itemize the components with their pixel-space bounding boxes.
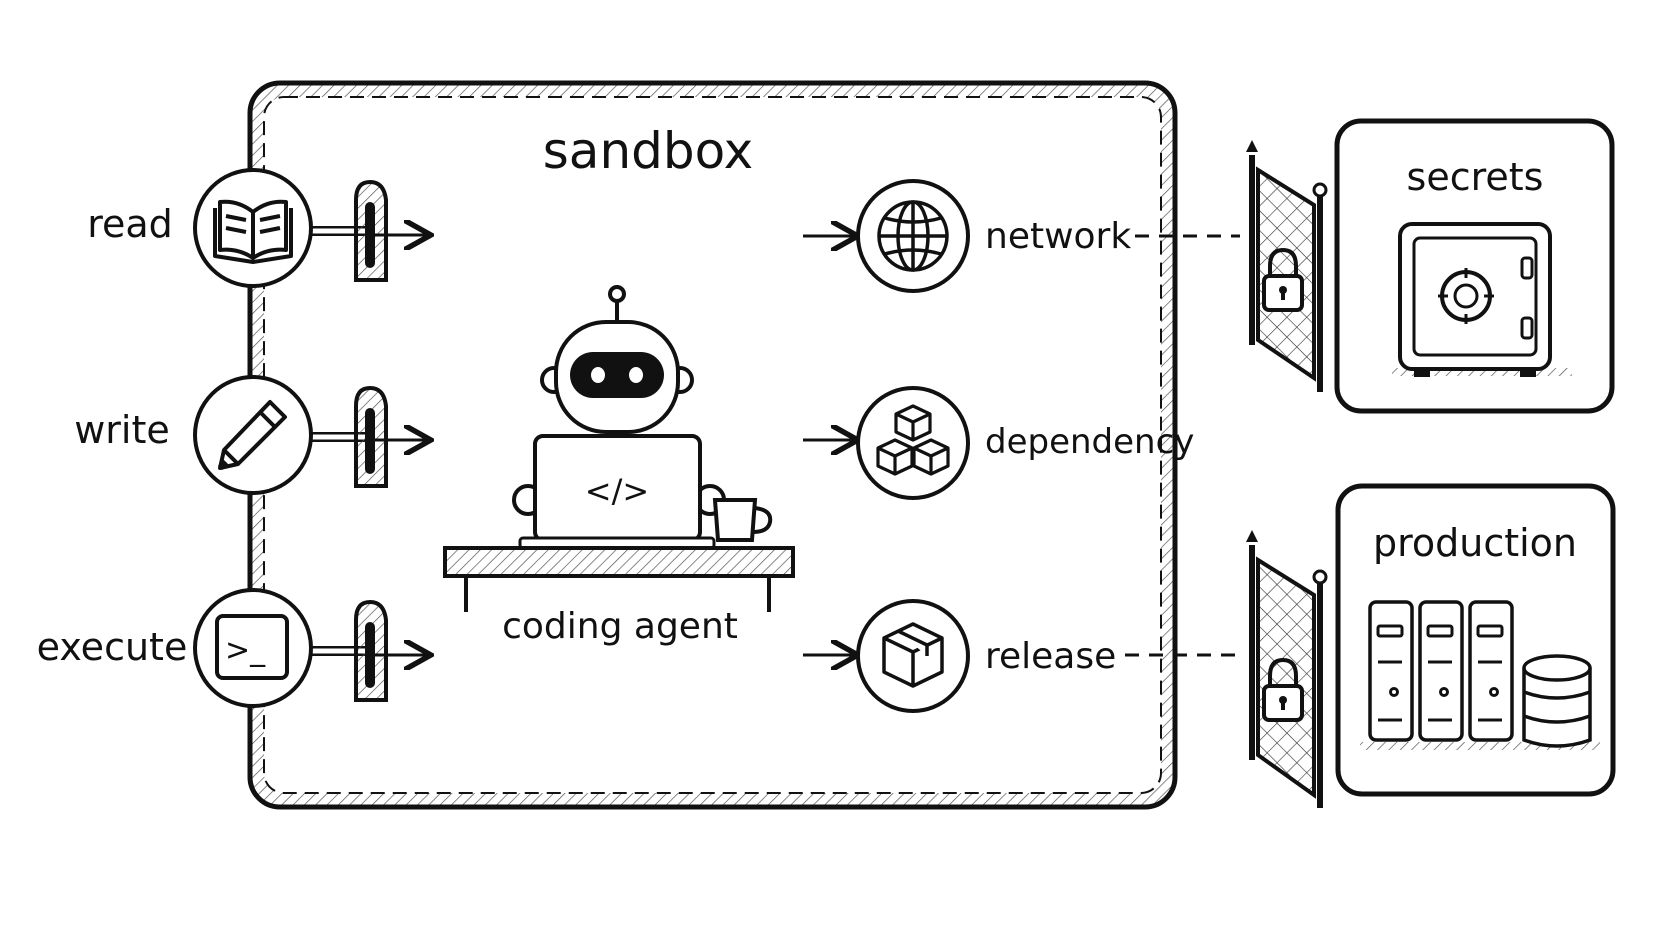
terminal-prompt: >_	[225, 633, 266, 668]
laptop-icon: </>	[518, 434, 716, 550]
output-channel-release: release	[803, 599, 1116, 713]
input-channel-read: read	[87, 168, 428, 288]
output-label-network: network	[985, 216, 1131, 257]
coding-agent: </> coding agent	[443, 285, 795, 647]
input-channel-execute: execute >_	[37, 588, 428, 708]
package-icon	[882, 622, 944, 688]
globe-icon	[877, 200, 949, 272]
output-label-release: release	[985, 636, 1116, 677]
database-icon	[1522, 654, 1592, 748]
cubes-icon	[876, 404, 950, 476]
output-channel-dependency: dependency	[803, 386, 1194, 500]
secrets-title: secrets	[1407, 155, 1544, 199]
locked-gate-secrets	[1246, 140, 1328, 392]
sandbox-title: sandbox	[543, 122, 754, 180]
terminal-icon: >_	[215, 614, 289, 680]
input-channel-write: write	[74, 375, 428, 495]
laptop-code-glyph: </>	[585, 472, 649, 510]
input-label-write: write	[74, 408, 170, 452]
door-write	[354, 385, 388, 488]
agent-label: coding agent	[502, 606, 738, 647]
secrets-box: secrets	[1334, 118, 1615, 414]
production-title: production	[1373, 521, 1577, 565]
locked-gate-production	[1246, 530, 1328, 808]
output-label-dependency: dependency	[985, 422, 1194, 462]
output-channel-network: network	[803, 179, 1131, 293]
pencil-icon	[217, 400, 287, 471]
production-box: production	[1335, 483, 1616, 797]
mug-icon	[712, 498, 773, 542]
door-read	[354, 179, 388, 282]
desk	[443, 546, 795, 612]
input-label-read: read	[87, 202, 173, 246]
door-execute	[354, 599, 388, 702]
padlock-icon	[1262, 657, 1304, 722]
padlock-icon	[1262, 247, 1304, 312]
input-label-execute: execute	[37, 625, 188, 669]
server-rack-icon	[1360, 600, 1600, 750]
safe-icon	[1392, 222, 1572, 377]
book-icon	[213, 199, 293, 264]
